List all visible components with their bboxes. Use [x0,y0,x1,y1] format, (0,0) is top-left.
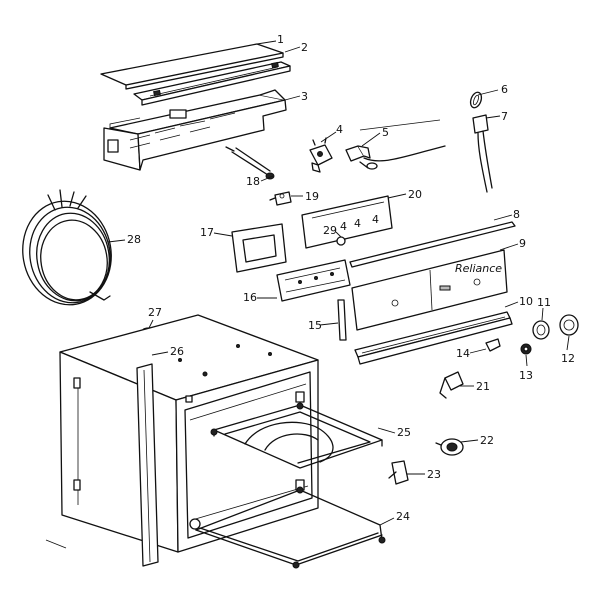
part-13-nut [520,343,532,355]
callout-10: 10 [519,295,533,308]
callout-6: 6 [501,83,508,96]
callout-29: 29 [323,224,337,237]
svg-text:4: 4 [354,217,361,230]
part-8-trim-rail [349,221,516,268]
part-21-bracket [439,371,464,399]
part-22-receptacle [435,438,464,456]
callout-12: 12 [561,352,575,365]
callout-26: 26 [170,345,184,358]
part-16-control-faceplate [276,259,351,302]
part-11-control-knob [532,320,550,340]
callout-27: 27 [148,306,162,319]
corner-mark [45,539,67,549]
callout-23: 23 [427,468,441,481]
part-10-lower-channel [354,311,513,365]
callout-28: 28 [127,233,141,246]
svg-text:4: 4 [372,213,379,226]
callout-19: 19 [305,190,319,203]
callout-17: 17 [200,226,214,239]
part-20-timer-panel: 4 4 4 [301,195,393,249]
part-9-control-panel: Reliance [351,249,508,331]
callout-1: 1 [277,33,284,46]
part-12-control-knob [559,314,579,336]
part-19-clip [269,191,292,206]
part-7-lamp-socket [472,114,493,193]
callout-7: 7 [501,110,508,123]
part-14-latch [485,338,501,352]
svg-text:Reliance: Reliance [455,262,502,275]
part-4-switch [309,137,333,173]
callout-21: 21 [476,380,490,393]
part-25-oven-rack [210,402,383,469]
oven-cavity-body [59,314,319,553]
callout-8: 8 [513,208,520,221]
part-29-timer-knob [336,236,346,246]
part-28-wire-harness [22,189,112,306]
callout-25: 25 [397,426,411,439]
callout-18: 18 [246,175,260,188]
part-6-lamp [469,91,483,109]
part-18-temperature-sensor [225,146,275,180]
callout-2: 2 [301,41,308,54]
part-15-support-post [337,299,347,341]
callout-24: 24 [396,510,410,523]
callout-13: 13 [519,369,533,382]
part-23-small-bracket [388,460,409,485]
callout-9: 9 [519,237,526,250]
part-17-window-frame [231,223,287,273]
callout-16: 16 [243,291,257,304]
part-1-top-trim [100,43,284,90]
callout-15: 15 [308,319,322,332]
callout-11: 11 [537,296,551,309]
part-5-capillary-line [359,119,441,131]
callout-5: 5 [382,126,389,139]
callout-22: 22 [480,434,494,447]
callout-labels: 1 2 3 4 5 6 7 8 9 10 11 12 13 14 15 16 1… [127,33,575,523]
part-26-side-trim-strip [136,363,159,567]
part-24-bake-element [195,486,386,569]
callout-20: 20 [408,188,422,201]
part-5-thermostat [345,145,446,170]
callout-3: 3 [301,90,308,103]
callout-14: 14 [456,347,470,360]
svg-text:4: 4 [340,220,347,233]
part-3-top-panel-bracket [103,89,287,171]
leader-lines [107,40,570,526]
callout-4: 4 [336,123,343,136]
part-2-vent-channel [133,61,291,106]
